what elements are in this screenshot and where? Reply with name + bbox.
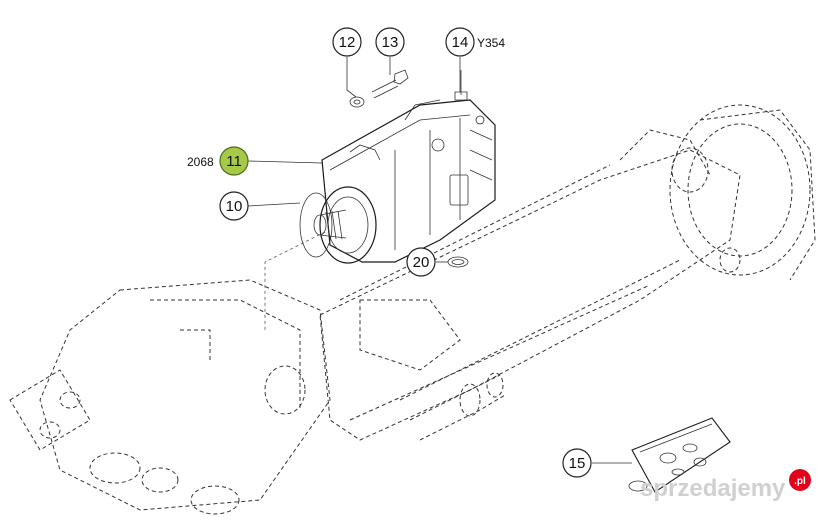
callout-12-label: 12 [339,34,356,51]
callout-14-ref: Y354 [477,36,505,50]
callout-13-label: 13 [382,34,399,51]
callout-20-label: 20 [413,254,430,271]
watermark-badge-icon [789,469,811,491]
hydraulic-motor [313,70,496,264]
bolt [371,69,409,99]
callout-14-label: 14 [452,34,469,51]
watermark-badge: .pl [794,476,806,487]
washer [349,96,365,108]
callout-11-label: 11 [226,153,242,170]
assembly-guide-line [264,231,326,330]
watermark: sprzedajemy .pl [640,469,811,502]
callout-11[interactable]: 11 [219,146,249,176]
watermark-text: sprzedajemy [640,475,786,502]
callout-10[interactable]: 10 [219,191,249,221]
callout-10-label: 10 [226,198,243,215]
seal-kit-bag [628,417,731,493]
callout-12[interactable]: 12 [332,27,362,57]
callout-15-label: 15 [569,455,586,472]
axle-housing-outline [9,104,816,515]
callout-15[interactable]: 15 [562,448,592,478]
callout-14[interactable]: 14 [445,27,475,57]
callout-11-ref: 2068 [187,155,214,169]
o-ring-large [299,192,333,258]
o-ring-small [447,256,469,268]
callout-20[interactable]: 20 [406,247,436,277]
callout-13[interactable]: 13 [375,27,405,57]
leader-lines [247,57,632,464]
